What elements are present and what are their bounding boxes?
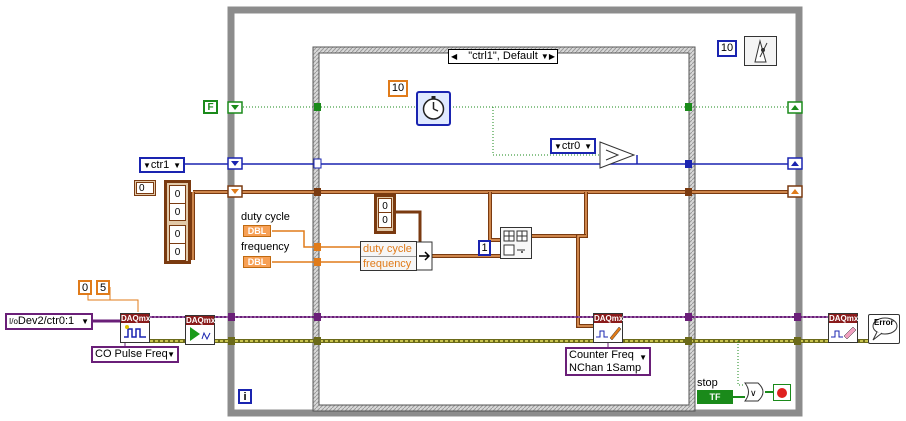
or-gate-node: ∨ bbox=[743, 382, 764, 402]
while-loop-frame bbox=[227, 6, 803, 417]
co-pulse-freq-label: CO Pulse Freq bbox=[95, 348, 168, 360]
stop-sign-icon bbox=[777, 388, 787, 398]
stop-tf-label: TF bbox=[709, 392, 721, 402]
io-prefix: I/o bbox=[9, 317, 18, 326]
cluster-value[interactable]: 0 bbox=[170, 243, 185, 261]
duty-cycle-dbl-control[interactable]: DBL bbox=[243, 225, 271, 237]
replace-array-subset-node[interactable] bbox=[500, 227, 532, 259]
array-index-value[interactable]: 0 bbox=[136, 182, 154, 194]
stop-button-control[interactable]: TF bbox=[697, 390, 733, 404]
daqmx-clear-task-node[interactable]: DAQmx bbox=[828, 313, 858, 343]
dbl-tag: DBL bbox=[247, 226, 267, 236]
chevron-down-icon[interactable]: ▼ bbox=[639, 353, 647, 362]
chevron-down-icon[interactable]: ▼ bbox=[81, 317, 89, 326]
array-index-box: 0 bbox=[134, 180, 156, 196]
daqmx-header: DAQmx bbox=[829, 314, 859, 323]
loop-iteration-terminal: i bbox=[238, 389, 252, 404]
wait-timer-icon[interactable] bbox=[416, 91, 451, 126]
array-elements: 0 0 0 0 bbox=[164, 180, 191, 264]
loop-condition-terminal[interactable] bbox=[773, 384, 791, 401]
select-node bbox=[599, 141, 636, 169]
counter-freq-selector[interactable]: Counter Freq NChan 1Samp ▼ bbox=[565, 347, 651, 376]
daqmx-header: DAQmx bbox=[594, 314, 624, 323]
bundle-by-name-node[interactable]: duty cycle frequency bbox=[360, 241, 417, 271]
cluster-element: 0 0 bbox=[169, 185, 186, 221]
ctr-dropdown-icon: ▼ bbox=[554, 142, 562, 151]
co-pulse-freq-selector[interactable]: CO Pulse Freq ▼ bbox=[91, 346, 179, 363]
cluster-value[interactable]: 0 bbox=[378, 198, 392, 213]
ctr0-value: ctr0 bbox=[561, 140, 581, 152]
ctr1-control[interactable]: ▼ctr1 ▼ bbox=[139, 157, 185, 173]
frequency-label: frequency bbox=[241, 241, 290, 253]
daqmx-start-task-node[interactable]: DAQmx bbox=[185, 315, 215, 345]
error-handler-node[interactable]: Error bbox=[868, 314, 900, 344]
ctr1-value: ctr1 bbox=[150, 159, 170, 171]
timing-constant[interactable]: 10 bbox=[717, 40, 737, 57]
cluster-value[interactable]: 0 bbox=[378, 213, 392, 228]
case-selector-label: "ctrl1", Default bbox=[468, 50, 538, 62]
cluster-element: 0 0 bbox=[169, 225, 186, 261]
wait-ms-constant[interactable]: 10 bbox=[388, 80, 408, 97]
case-prev-icon[interactable]: ◀ bbox=[451, 52, 458, 61]
frequency-dbl-control[interactable]: DBL bbox=[243, 256, 271, 268]
cluster-value[interactable]: 0 bbox=[174, 229, 181, 240]
dbl-tag: DBL bbox=[247, 257, 267, 267]
physical-channel-control[interactable]: I/oDev2/ctr0:1 ▼ bbox=[5, 313, 93, 330]
case-selector[interactable]: ◀ "ctrl1", Default ▼▶ bbox=[448, 49, 558, 64]
counter-freq-line1: Counter Freq bbox=[569, 349, 634, 361]
svg-text:∨: ∨ bbox=[750, 388, 757, 398]
false-constant-label: F bbox=[207, 102, 214, 113]
false-constant[interactable]: F bbox=[203, 100, 218, 114]
chevron-down-icon[interactable]: ▼ bbox=[584, 142, 592, 151]
cluster-array-constant[interactable]: 0 0 0 0 0 bbox=[134, 180, 194, 264]
bundle-element-duty-cycle[interactable]: duty cycle bbox=[361, 242, 416, 257]
ctr-dropdown-icon: ▼ bbox=[143, 161, 151, 170]
range-max-constant[interactable]: 5 bbox=[96, 280, 110, 295]
metronome-icon[interactable] bbox=[744, 36, 777, 66]
ctr0-constant[interactable]: ▼ctr0 ▼ bbox=[550, 138, 596, 154]
error-handler-label: Error bbox=[874, 318, 894, 327]
chevron-down-icon[interactable]: ▼ bbox=[167, 350, 175, 359]
channel-value: Dev2/ctr0:1 bbox=[17, 315, 75, 327]
index-constant[interactable]: 1 bbox=[478, 240, 491, 256]
daqmx-create-channel-node[interactable]: DAQmx bbox=[120, 313, 150, 343]
daqmx-header: DAQmx bbox=[186, 316, 216, 325]
bundle-element-frequency[interactable]: frequency bbox=[363, 258, 412, 270]
daqmx-header: DAQmx bbox=[121, 314, 151, 323]
daqmx-write-node[interactable]: DAQmx bbox=[593, 313, 623, 343]
duty-cycle-label: duty cycle bbox=[241, 211, 290, 223]
range-min-constant[interactable]: 0 bbox=[78, 280, 92, 295]
chevron-down-icon[interactable]: ▼ bbox=[173, 161, 181, 170]
cluster-value[interactable]: 0 bbox=[170, 203, 185, 221]
stop-label: stop bbox=[697, 377, 718, 389]
case-next-icon[interactable]: ▼▶ bbox=[540, 52, 555, 61]
counter-freq-line2: NChan 1Samp bbox=[569, 362, 642, 374]
cluster-constant[interactable]: 0 0 bbox=[374, 194, 396, 234]
cluster-value[interactable]: 0 bbox=[174, 189, 181, 200]
